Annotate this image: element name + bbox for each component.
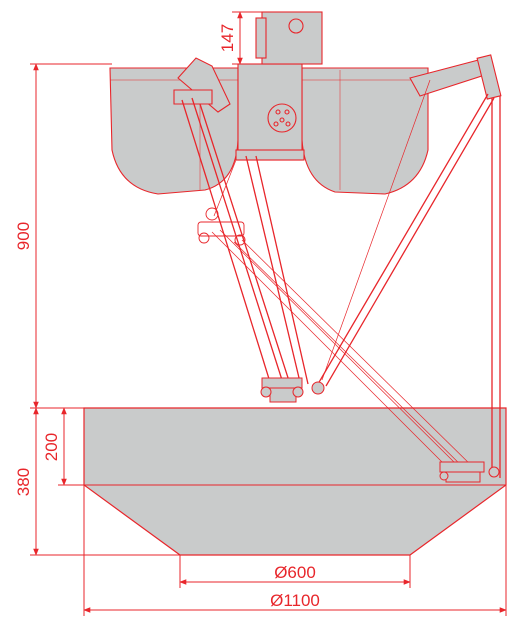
rod-e2 (219, 229, 461, 469)
bearing-hole-4 (273, 121, 279, 127)
bearing-hole-3 (279, 117, 285, 123)
label-200: 200 (42, 433, 61, 461)
robot-head (109, 11, 429, 195)
label-147: 147 (218, 24, 237, 52)
top-motor-block (261, 11, 323, 65)
rod-d2 (255, 155, 309, 385)
base-frame (83, 407, 507, 556)
left-upper-arm-body (177, 57, 231, 113)
ghost-plate (197, 221, 245, 237)
parallel-rods (181, 79, 501, 478)
ghost-joint-b (234, 234, 246, 246)
top-motor-port (288, 18, 304, 34)
effector-joint-left (260, 386, 272, 398)
rod-e1 (211, 231, 451, 471)
bearing-hole-2 (284, 109, 290, 115)
bearing-hole-1 (275, 109, 281, 115)
rod-e4 (241, 239, 479, 473)
base-body (83, 407, 507, 556)
rod-e6 (321, 79, 431, 381)
effector-body (269, 387, 297, 403)
end-effector-base (439, 461, 500, 483)
base-effector-joint-a (439, 471, 449, 481)
top-motor-side (255, 17, 267, 59)
rod-a1 (181, 99, 271, 383)
right-elbow (476, 54, 502, 100)
effector-joint-right (292, 386, 304, 398)
label-1100: Ø1100 (270, 591, 320, 610)
ghost-joint-c (205, 207, 219, 221)
label-600: Ø600 (274, 563, 316, 582)
label-380: 380 (14, 468, 33, 496)
right-motor-lobe (301, 67, 429, 195)
rod-d1 (245, 155, 301, 383)
end-effector-main (260, 377, 325, 403)
rod-a3 (199, 103, 291, 385)
rod-e3 (233, 241, 471, 475)
left-elbow (173, 89, 213, 105)
label-900: 900 (14, 222, 33, 250)
dimension-lines (30, 11, 507, 616)
rod-a2 (191, 97, 283, 381)
base-effector-plate (439, 461, 485, 473)
dimension-labels: 147 900 380 200 Ø600 Ø1100 (14, 24, 320, 610)
effector-plate (261, 377, 303, 389)
rod-b1 (317, 93, 489, 385)
bearing-hole-5 (285, 121, 291, 127)
center-plate (235, 149, 305, 161)
left-upper-arm (173, 57, 231, 113)
end-effector-ghost (197, 207, 246, 246)
rod-b2 (325, 97, 495, 387)
base-effector-joint-b (488, 466, 500, 478)
base-effector-body (445, 471, 481, 483)
ghost-joint-a (198, 232, 210, 244)
right-upper-arm (409, 54, 502, 100)
effector-joint-right2 (311, 381, 325, 395)
rod-e5 (213, 159, 237, 217)
